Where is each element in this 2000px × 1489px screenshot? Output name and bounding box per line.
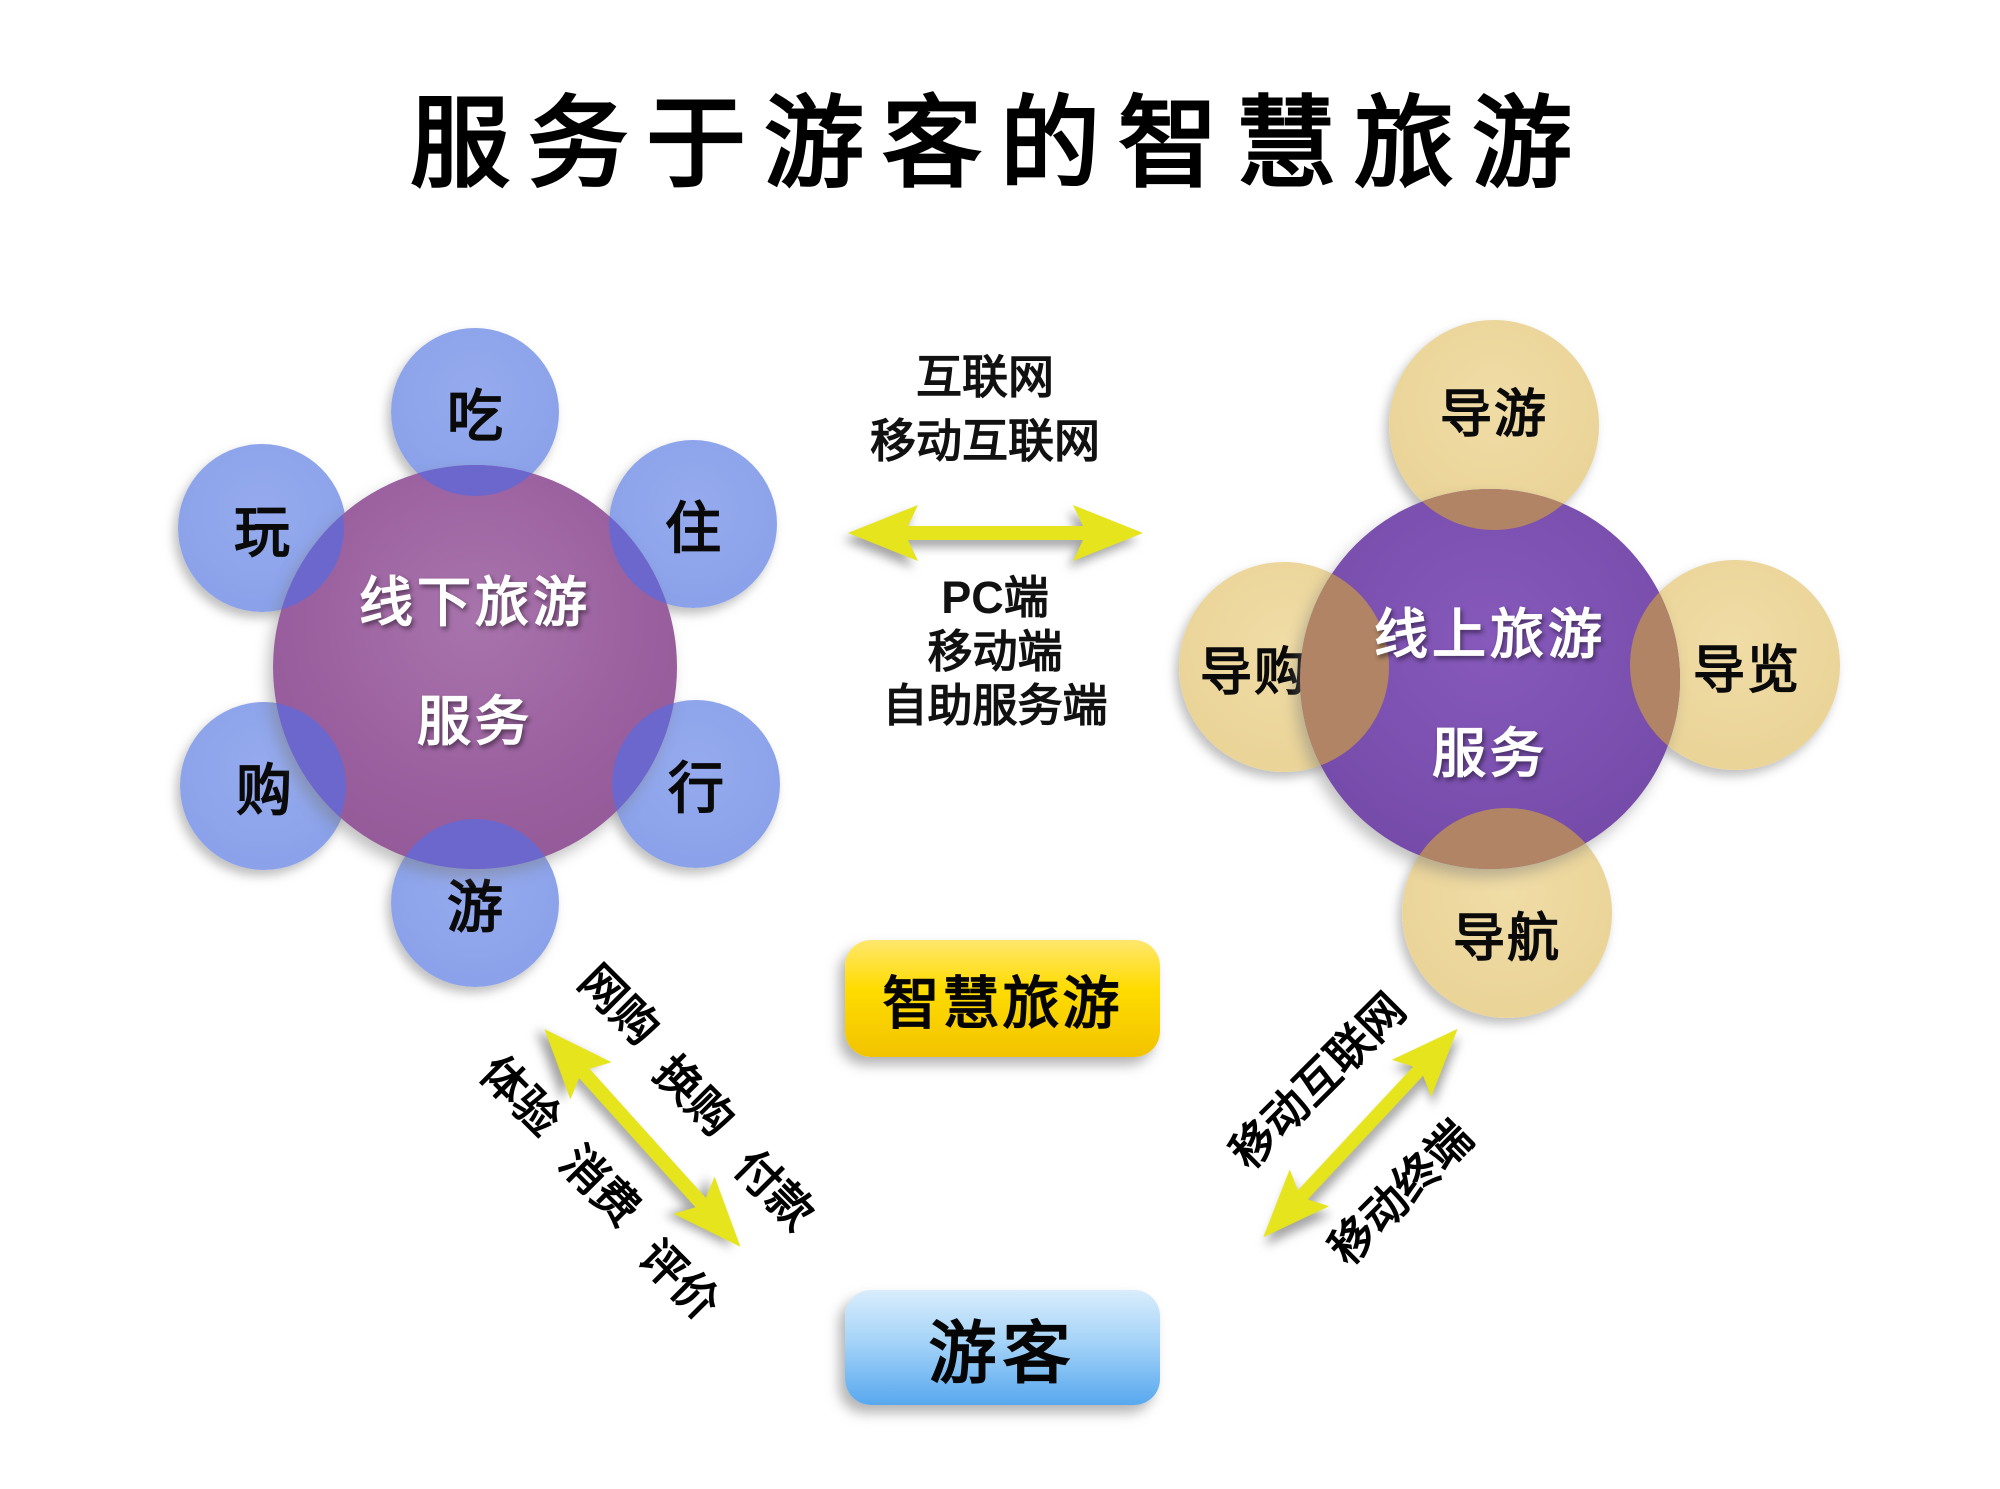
page-title: 服务于游客的智慧旅游	[410, 88, 1590, 200]
smart-tourism-box: 智慧旅游	[845, 940, 1160, 1057]
satellite-label: 导购	[1199, 643, 1308, 702]
offline-services-circle: 线下旅游 服务	[273, 465, 677, 869]
offline-services-label: 线下旅游 服务	[273, 465, 677, 859]
network-label-mobile-internet: 移动互联网	[870, 415, 1100, 467]
terminal-label-mobile: 移动端	[927, 626, 1063, 677]
smart-tourism-label: 智慧旅游	[882, 971, 1123, 1036]
satellite-label: 行	[668, 756, 724, 820]
offline-label-line2: 服务	[417, 692, 533, 752]
online-services-label: 线上旅游 服务	[1300, 499, 1680, 869]
tourist-label: 游客	[928, 1316, 1077, 1392]
online-tourist-double-arrow-icon	[1263, 1028, 1458, 1238]
offline-tourist-double-arrow-icon	[544, 1029, 741, 1247]
online-label-line1: 线上旅游	[1374, 605, 1606, 665]
satellite-label: 游	[447, 875, 503, 939]
terminal-label-self-service: 自助服务端	[882, 680, 1108, 731]
satellite-label: 导览	[1692, 641, 1801, 700]
online-services-circle: 线上旅游 服务	[1300, 489, 1680, 869]
terminal-label-pc: PC端	[941, 572, 1049, 623]
offline-label-line1: 线下旅游	[359, 573, 591, 633]
terminal-labels: PC端 移动端 自助服务端	[785, 571, 1205, 733]
network-labels: 互联网 移动互联网	[785, 345, 1185, 473]
horizontal-double-arrow-icon	[848, 505, 1143, 561]
network-label-internet: 互联网	[916, 351, 1054, 403]
satellite-label: 导航	[1452, 909, 1561, 968]
satellite-label: 导游	[1439, 385, 1548, 444]
satellite-label: 吃	[447, 384, 503, 448]
online-label-line2: 服务	[1432, 724, 1548, 784]
tourist-box: 游客	[845, 1290, 1160, 1405]
